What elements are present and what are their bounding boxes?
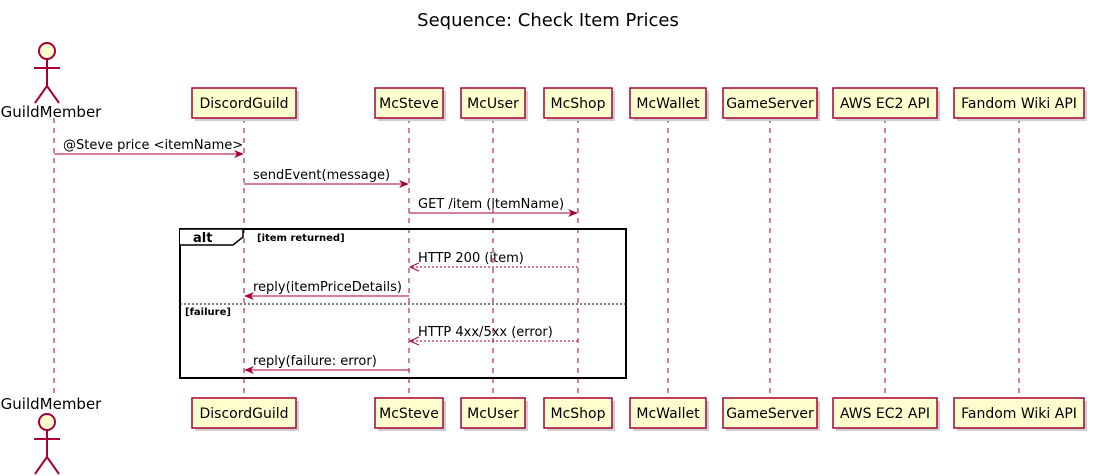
participant-label-mcuser-bottom: McUser bbox=[467, 406, 519, 422]
message-label-4: HTTP 200 (item) bbox=[418, 251, 524, 266]
participant-box-mcuser bbox=[460, 397, 526, 429]
actor-head-top bbox=[38, 42, 56, 60]
message-label-5: reply(itemPriceDetails) bbox=[253, 280, 402, 295]
alt-fragment-frame bbox=[179, 228, 627, 379]
participant-box-mcwallet bbox=[629, 87, 707, 119]
participant-label-fandomwikiapi-top: Fandom Wiki API bbox=[961, 96, 1077, 112]
actor-label-bottom: GuildMember bbox=[1, 395, 103, 413]
actor-leg-right-top bbox=[46, 85, 60, 104]
participant-box-mcsteve bbox=[374, 87, 444, 119]
participant-label-mcuser-top: McUser bbox=[467, 96, 519, 112]
participant-box-mcsteve bbox=[374, 397, 444, 429]
participant-box-mcshop bbox=[543, 397, 613, 429]
participant-box-mcuser bbox=[460, 87, 526, 119]
participant-label-awsec2api-bottom: AWS EC2 API bbox=[840, 406, 930, 422]
alt-guard-first: [item returned] bbox=[257, 233, 345, 244]
diagram-title: Sequence: Check Item Prices bbox=[417, 10, 679, 31]
participant-label-mcwallet-top: McWallet bbox=[636, 96, 700, 112]
message-label-2: sendEvent(message) bbox=[253, 168, 390, 183]
participant-label-mcshop-bottom: McShop bbox=[551, 406, 606, 422]
actor-head-bottom bbox=[38, 413, 56, 431]
participant-label-gameserver-top: GameServer bbox=[726, 96, 814, 112]
participant-box-awsec2api bbox=[832, 397, 938, 429]
actor-leg-left-top bbox=[34, 85, 48, 104]
participant-label-discordguild-top: DiscordGuild bbox=[199, 96, 288, 112]
actor-label-top: GuildMember bbox=[1, 103, 103, 121]
alt-fragment-tab bbox=[180, 228, 244, 246]
participant-box-gameserver bbox=[722, 87, 818, 119]
actor-leg-right-bottom bbox=[46, 456, 60, 475]
participant-label-mcwallet-bottom: McWallet bbox=[636, 406, 700, 422]
message-label-1: @Steve price <itemName> bbox=[63, 138, 243, 153]
participant-box-fandomwikiapi bbox=[953, 87, 1085, 119]
participant-box-mcshop bbox=[543, 87, 613, 119]
participant-label-mcsteve-bottom: McSteve bbox=[379, 406, 439, 422]
message-label-6: HTTP 4xx/5xx (error) bbox=[418, 325, 553, 340]
alt-guard-second: [failure] bbox=[185, 307, 231, 318]
participant-label-mcshop-top: McShop bbox=[551, 96, 606, 112]
participant-box-fandomwikiapi bbox=[953, 397, 1085, 429]
participant-label-fandomwikiapi-bottom: Fandom Wiki API bbox=[961, 406, 1077, 422]
participant-label-awsec2api-top: AWS EC2 API bbox=[840, 96, 930, 112]
participant-box-mcwallet bbox=[629, 397, 707, 429]
participant-box-discordguild bbox=[191, 87, 297, 119]
participant-label-discordguild-bottom: DiscordGuild bbox=[199, 406, 288, 422]
participant-label-gameserver-bottom: GameServer bbox=[726, 406, 814, 422]
message-label-7: reply(failure: error) bbox=[253, 354, 377, 369]
participant-box-gameserver bbox=[722, 397, 818, 429]
alt-keyword: alt bbox=[193, 231, 212, 246]
participant-box-discordguild bbox=[191, 397, 297, 429]
actor-leg-left-bottom bbox=[34, 456, 48, 475]
participant-box-awsec2api bbox=[832, 87, 938, 119]
participant-label-mcsteve-top: McSteve bbox=[379, 96, 439, 112]
message-label-3: GET /item (itemName) bbox=[418, 197, 564, 212]
